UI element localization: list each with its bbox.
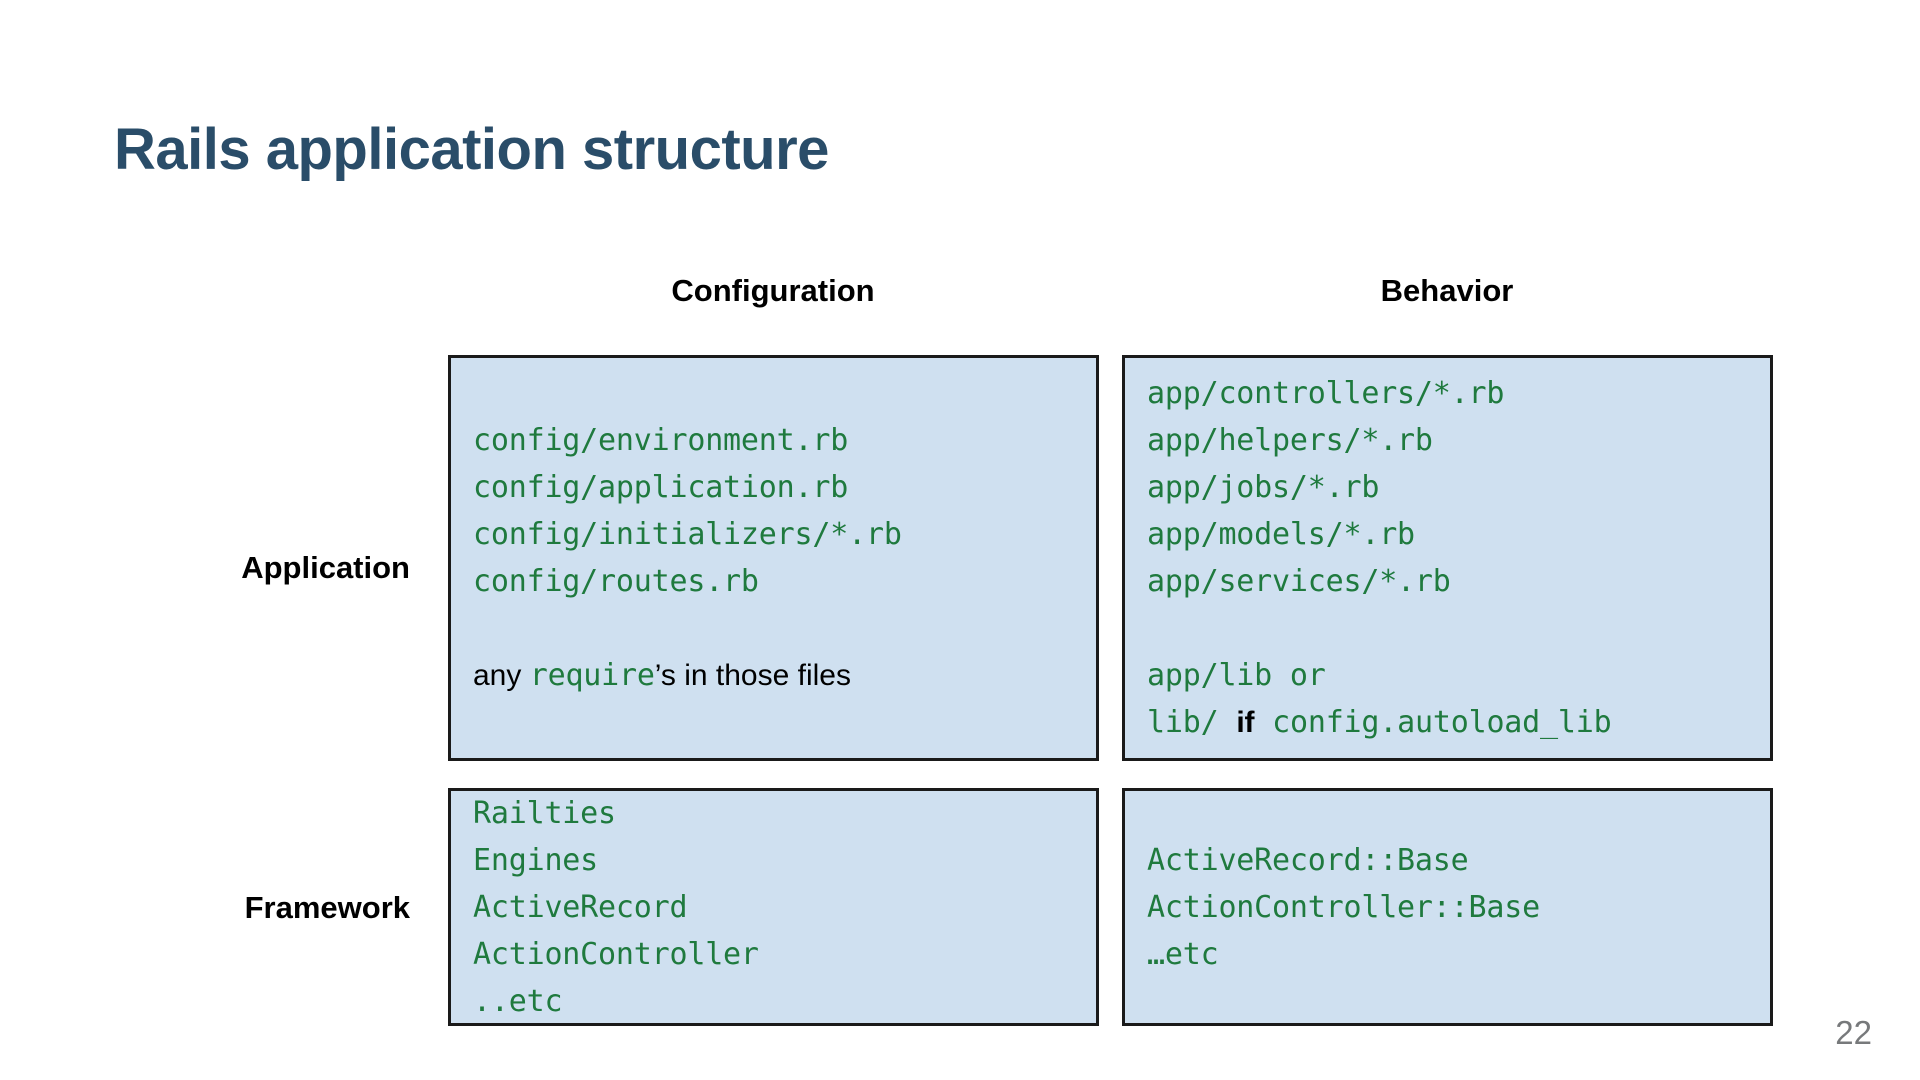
cell-content: config/environment.rb config/application.…: [451, 358, 1096, 758]
page-title: Rails application structure: [114, 117, 829, 182]
code-line: lib/ if config.autoload_lib: [1147, 705, 1612, 740]
prose-line: any require’s in those files: [473, 658, 851, 693]
code-line: Engines: [473, 842, 599, 878]
column-header-behavior: Behavior: [1380, 273, 1514, 308]
cell-content: app/controllers/*.rb app/helpers/*.rb app/…: [1125, 358, 1770, 758]
code-line: app/models/*.rb: [1147, 517, 1415, 552]
column-header-configuration: Configuration: [671, 273, 875, 308]
code-line: app/services/*.rb: [1147, 564, 1451, 599]
code-line: app/jobs/*.rb: [1147, 470, 1380, 505]
code-line: config/environment.rb: [473, 423, 849, 458]
code-line: ActionController::Base: [1147, 889, 1540, 925]
code-line: app/lib or: [1147, 658, 1326, 693]
code-line: Railties: [473, 795, 616, 831]
inline-code: require: [529, 658, 655, 693]
code-line: app/helpers/*.rb: [1147, 423, 1433, 458]
row-label-application: Application: [241, 550, 410, 585]
cell-application-configuration: config/environment.rb config/application.…: [448, 355, 1099, 761]
code-line-spacer: [473, 605, 1074, 652]
code-line: config/initializers/*.rb: [473, 517, 902, 552]
code-line: ..etc: [473, 983, 563, 1019]
code-line: config/application.rb: [473, 470, 849, 505]
code-line: config/routes.rb: [473, 564, 759, 599]
cell-application-behavior: app/controllers/*.rb app/helpers/*.rb app/…: [1122, 355, 1773, 761]
code-line-spacer: [1147, 605, 1748, 652]
code-line: ActiveRecord::Base: [1147, 842, 1469, 878]
code-line: app/controllers/*.rb: [1147, 376, 1505, 411]
code-line: ActionController: [473, 936, 759, 972]
code-line: …etc: [1147, 936, 1219, 972]
code-line: ActiveRecord: [473, 889, 688, 925]
row-label-framework: Framework: [244, 890, 410, 925]
page-number: 22: [1835, 1014, 1872, 1051]
inline-keyword: if: [1236, 706, 1255, 739]
